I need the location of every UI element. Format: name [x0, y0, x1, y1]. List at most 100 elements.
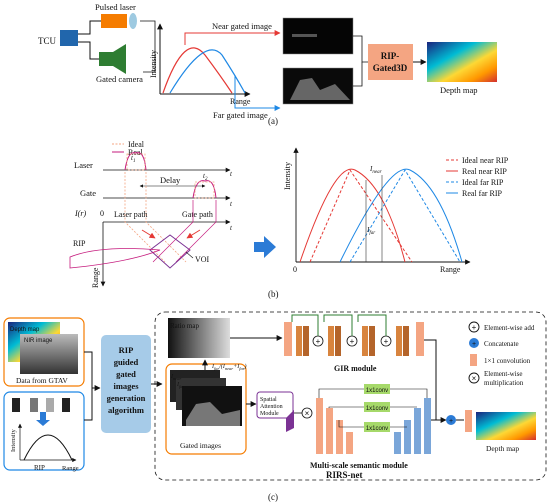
gated-camera-label: Gated camera: [96, 74, 143, 84]
ideal-far-rip: [349, 169, 461, 263]
algorithm-box: [101, 335, 151, 433]
conv-block-3: [364, 422, 390, 432]
svg-text:Intensity: Intensity: [10, 429, 17, 452]
b-chart-legend: Ideal near RIP Real near RIP Ideal far R…: [446, 156, 509, 198]
near-arrow: [184, 30, 281, 45]
multi-scale-module: 1x1conv 1x1conv 1x1conv: [316, 384, 431, 454]
svg-text:Ratio map: Ratio map: [170, 322, 199, 330]
spatial-attention-box: [256, 391, 294, 419]
tcu-box: [60, 30, 78, 46]
svg-text:×: ×: [472, 374, 477, 383]
pulsed-laser-label: Pulsed laser: [95, 2, 136, 12]
svg-text:+: +: [384, 337, 389, 346]
svg-text:t: t: [230, 224, 233, 232]
tcu-label: TCU: [38, 36, 57, 46]
gtav-nir-image: [20, 334, 78, 374]
svg-text:guided: guided: [114, 357, 139, 367]
svg-text:Range: Range: [62, 465, 79, 472]
rip-gated3d-line1: RIP-: [381, 51, 400, 61]
rip-label: RIP: [73, 239, 86, 248]
rirs-net-label: RIRS-net: [326, 470, 363, 480]
svg-text:+: +: [316, 337, 321, 346]
real-near-rip: [299, 168, 406, 263]
gated-camera-icon: [99, 52, 113, 66]
svg-text:0: 0: [293, 265, 297, 274]
output-depth-label: Depth map: [486, 444, 519, 453]
multiply-legend-icon: [468, 372, 480, 384]
a-depth-map-label: Depth map: [440, 85, 478, 95]
conv-block-1: [364, 384, 390, 394]
arrow-right-icon: [254, 236, 276, 258]
gated-images-label: Gated images: [180, 441, 221, 450]
gate-path-label: Gate path: [182, 210, 213, 219]
gate-pulse: [192, 180, 217, 199]
svg-text:Spatial: Spatial: [260, 397, 277, 403]
svg-text:generation: generation: [107, 393, 146, 403]
svg-text:RIP: RIP: [119, 345, 134, 355]
real-far-rip: [339, 168, 463, 263]
laser-lens-icon: [129, 13, 137, 29]
multi-scale-label: Multi-scale semantic module: [310, 461, 408, 470]
svg-text:Attention: Attention: [260, 404, 283, 410]
b-range-label: Range: [91, 267, 100, 288]
caption-a: (a): [268, 116, 278, 126]
svg-text:t: t: [230, 170, 233, 178]
svg-text:×: ×: [305, 409, 310, 418]
legend-ideal: Ideal: [128, 140, 145, 149]
legend-real-near: Real near RIP: [462, 167, 507, 176]
svg-text:algorithm: algorithm: [108, 405, 144, 415]
caption-b: (b): [268, 289, 279, 299]
a-intensity-label: Intensity: [149, 50, 158, 78]
voi-label: VOI: [195, 255, 210, 264]
rirs-net-box: [154, 311, 547, 481]
ratio-formula: Ifar/(Inear+Ifar): [211, 363, 247, 371]
b-chart-intensity: Intensity: [283, 162, 292, 190]
voi-region: [149, 234, 191, 269]
pulsed-laser-icon: [101, 14, 127, 28]
svg-text:gated: gated: [116, 369, 136, 379]
depth-map-image: [427, 42, 497, 82]
tcu-camera-link: [78, 41, 99, 60]
svg-text:+: +: [472, 341, 476, 348]
a-range-label: Range: [230, 97, 251, 106]
rip-shape: [69, 248, 161, 269]
far-gate-curve: [169, 49, 246, 94]
svg-text:t2: t2: [203, 172, 208, 182]
svg-text:1×1 convolution: 1×1 convolution: [484, 357, 531, 365]
laser-path-label: Laser path: [114, 210, 148, 219]
svg-text:1x1conv: 1x1conv: [366, 406, 388, 412]
gtav-label: Data from GTAV: [16, 376, 68, 385]
c-legend: + Element-wise add + Concatenate 1×1 con…: [468, 321, 535, 387]
output-depth-map: [476, 412, 536, 440]
conv-block-2: [364, 402, 390, 412]
svg-text:t: t: [230, 200, 233, 208]
svg-text:Element-wise: Element-wise: [484, 370, 523, 378]
rip-box: [3, 391, 85, 471]
svg-text:Depth map: Depth map: [10, 327, 40, 333]
i-near-label: Inear: [369, 165, 382, 175]
laser-label: Laser: [74, 160, 93, 170]
gir-module: + + +: [284, 314, 424, 356]
rip-gated3d-box: [368, 44, 413, 80]
i-r-label: I(r): [74, 209, 86, 218]
b-chart-range: Range: [440, 265, 461, 274]
svg-text:+: +: [350, 337, 355, 346]
svg-text:t1: t1: [131, 154, 135, 164]
gir-module-label: GIR module: [334, 364, 377, 373]
element-wise-add-icon: [468, 321, 480, 333]
ideal-near-rip: [309, 168, 413, 263]
gate-label: Gate: [80, 188, 96, 198]
panel-b: Ideal Real Laser t1 t Delay Gate t2 t I(…: [69, 140, 509, 299]
near-gate-curve: [162, 47, 233, 94]
far-gated-label: Far gated image: [213, 110, 268, 120]
svg-text:+: +: [449, 418, 453, 425]
near-gated-label: Near gated image: [212, 21, 272, 31]
svg-text:images: images: [113, 381, 139, 391]
rip-gated3d-line2: Gated3D: [373, 63, 408, 73]
svg-text:multiplication: multiplication: [484, 379, 524, 387]
conv-legend-icon: [470, 354, 477, 366]
legend-ideal-near: Ideal near RIP: [462, 156, 509, 165]
svg-text:Concatenate: Concatenate: [484, 340, 519, 348]
legend-real-far: Real far RIP: [462, 189, 503, 198]
